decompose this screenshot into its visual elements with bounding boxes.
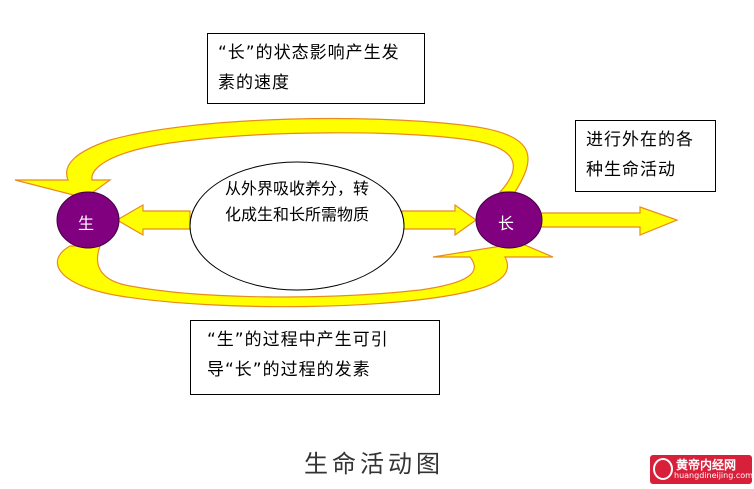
bottom-note-box: “生”的过程中产生可引导“长”的过程的发素 (190, 320, 440, 395)
dragon-icon (653, 458, 673, 480)
top-curved-arrow (14, 117, 529, 199)
diagram-caption: 生命活动图 (304, 450, 444, 478)
zhang-label: 长 (498, 214, 515, 233)
absorb-ellipse (189, 161, 405, 291)
sheng-node (56, 191, 120, 249)
left-arrow (115, 203, 191, 237)
site-logo: 黄帝内经网 huangdineijing.com (650, 455, 753, 484)
ellipse-text: 从外界吸收养分，转化成生和长所需物质 (224, 179, 369, 224)
right-note-box: 进行外在的各种生命活动 (575, 120, 716, 192)
logo-name: 黄帝内经网 (676, 458, 737, 472)
bottom-curved-arrow (56, 242, 554, 308)
logo-url: huangdineijing.com (674, 471, 753, 480)
sheng-label: 生 (78, 214, 95, 233)
output-arrow (537, 206, 679, 236)
zhang-node (475, 191, 543, 249)
right-arrow (401, 203, 478, 237)
top-note-box: “长”的状态影响产生发素的速度 (207, 33, 425, 104)
